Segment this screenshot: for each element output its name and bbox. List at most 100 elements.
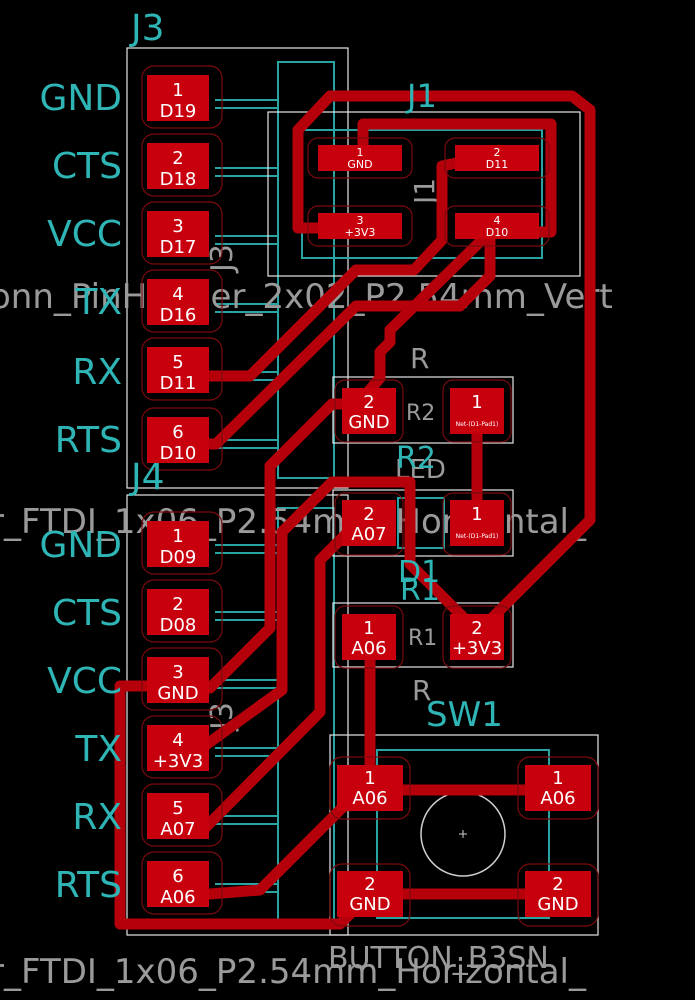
j4-pad-3[interactable]: 3 GND xyxy=(141,647,223,711)
j3-pin-label-2: CTS xyxy=(52,146,122,187)
r2-value-text: R xyxy=(410,342,429,375)
j1-pad-1-num: 1 xyxy=(357,146,364,159)
j3-pad-1-num: 1 xyxy=(172,80,183,101)
d1-pad-1-num: 1 xyxy=(471,504,482,525)
r1-pad-2-num: 2 xyxy=(471,618,482,639)
j3-pad-6-net: D10 xyxy=(160,443,197,464)
j1-pad-1[interactable]: 1 GND xyxy=(307,137,413,179)
j4-pin-label-2: CTS xyxy=(52,593,122,634)
d1-pad-2[interactable]: 2 A07 xyxy=(334,492,404,556)
j3-value-text: onn_PinHeader_2x02_P2.54mm_Vert xyxy=(0,277,613,317)
j4-pin-label-1: GND xyxy=(39,525,122,566)
sw1-pad-2b-net: GND xyxy=(537,894,578,915)
j4-pad-6[interactable]: 6 A06 xyxy=(141,851,223,915)
j4-pad-2[interactable]: 2 D08 xyxy=(141,579,223,643)
j4-pin-label-6: RTS xyxy=(55,865,122,906)
d1-ref: D1 xyxy=(398,555,440,590)
sw1-ref: SW1 xyxy=(426,695,503,735)
silkscreen-labels: J3 J4 J1 R2 D1 R1 SW1 GND CTS VCC TX RX … xyxy=(39,8,502,906)
d1-pad-1[interactable]: 1 Net-(D1-Pad1) xyxy=(442,492,512,556)
r1-pad-1[interactable]: 1 A06 xyxy=(334,605,404,669)
j4-ref: J4 xyxy=(129,457,165,498)
j3-pin-label-6: RTS xyxy=(55,420,122,461)
sw1-value-text: BUTTON_B3SN xyxy=(328,941,549,976)
trace-gnd xyxy=(179,118,557,694)
j3-pin-label-3: VCC xyxy=(47,214,122,255)
r2-pad-2-net: GND xyxy=(348,412,389,433)
r2-pad-1-num: 1 xyxy=(471,392,482,413)
j1-pad-2-net: D11 xyxy=(486,158,508,171)
j4-pad-1-net: D09 xyxy=(160,547,197,568)
j1-pad-4-net: D10 xyxy=(486,226,508,239)
j4-pin-label-4: TX xyxy=(74,729,122,770)
sw1-fab-body xyxy=(376,749,550,919)
j4-pad-3-num: 3 xyxy=(172,662,183,683)
j3-pin-label-4: TX xyxy=(74,282,122,323)
j1-pads: 1 GND 2 D11 3 +3V3 4 D10 xyxy=(307,137,550,247)
r1-ref: R1 xyxy=(400,573,440,608)
r2-pad-1-net: Net-(D1-Pad1) xyxy=(456,421,499,428)
bottom-value-text: r_FTDI_1x06_P2.54mm_Horizontal_ xyxy=(0,952,587,992)
j3-pin-label-5: RX xyxy=(72,352,122,393)
j4-pad-6-net: A06 xyxy=(160,887,195,908)
r1-ghost-ref: R1 xyxy=(408,626,437,651)
sw1-pad-2b-num: 2 xyxy=(552,874,563,895)
sw1-pads: 1 A06 1 A06 2 GND 2 GND xyxy=(329,756,599,927)
sw1-pad-1b[interactable]: 1 A06 xyxy=(517,756,599,820)
j3-pads: 1 D19 2 D18 3 D17 4 D16 5 D11 xyxy=(141,65,223,471)
j4-pad-5-num: 5 xyxy=(172,798,183,819)
j3-pad-4[interactable]: 4 D16 xyxy=(141,269,223,333)
j3-pad-1[interactable]: 1 D19 xyxy=(141,65,223,129)
d1-pad-2-net: A07 xyxy=(351,524,386,545)
sw1-pad-1a-net: A06 xyxy=(352,788,387,809)
j3-pad-2[interactable]: 2 D18 xyxy=(141,133,223,197)
d1-pad-2-num: 2 xyxy=(363,504,374,525)
sw1-pad-1b-num: 1 xyxy=(552,768,563,789)
sw1-pad-1a[interactable]: 1 A06 xyxy=(329,756,411,820)
j3-pad-2-num: 2 xyxy=(172,148,183,169)
j1-pad-3-num: 3 xyxy=(357,214,364,227)
r2-pad-1[interactable]: 1 Net-(D1-Pad1) xyxy=(442,379,512,443)
j3-pad-5-net: D11 xyxy=(160,373,197,394)
j4-pad-1-num: 1 xyxy=(172,526,183,547)
d1-pad-1-net: Net-(D1-Pad1) xyxy=(456,533,499,540)
j1-pad-2[interactable]: 2 D11 xyxy=(444,137,550,179)
r1-pads: 1 A06 2 +3V3 xyxy=(334,605,512,669)
j3-pad-1-net: D19 xyxy=(160,101,197,122)
j4-pad-4[interactable]: 4 +3V3 xyxy=(141,715,223,779)
j3-pad-6[interactable]: 6 D10 xyxy=(141,407,223,471)
j4-pads: 1 D09 2 D08 3 GND 4 +3V3 5 A07 xyxy=(141,511,223,915)
r1-pad-1-num: 1 xyxy=(363,618,374,639)
r1-pad-2[interactable]: 2 +3V3 xyxy=(442,605,512,669)
sw1-pad-2b[interactable]: 2 GND xyxy=(517,863,599,927)
r2-ghost-ref: R2 xyxy=(406,401,435,426)
j3-ref: J3 xyxy=(129,8,165,49)
r2-pad-2[interactable]: 2 GND xyxy=(334,379,404,443)
trace-3v3 xyxy=(179,90,596,766)
j1-pad-4[interactable]: 4 D10 xyxy=(444,205,550,247)
trace-d11 xyxy=(179,150,496,382)
sw1-pad-2a-num: 2 xyxy=(364,874,375,895)
r1-value-text: R xyxy=(412,674,431,707)
d1-fab-body xyxy=(397,497,445,549)
j3-pad-3-num: 3 xyxy=(172,216,183,237)
j4-pad-5[interactable]: 5 A07 xyxy=(141,783,223,847)
d1-pads: 2 A07 1 Net-(D1-Pad1) xyxy=(334,492,512,556)
j4-pin-label-3: VCC xyxy=(47,661,122,702)
j3-pad-5-num: 5 xyxy=(172,352,183,373)
j4-pad-1[interactable]: 1 D09 xyxy=(141,511,223,575)
sw1-pad-2a[interactable]: 2 GND xyxy=(329,863,411,927)
j3-pin-label-1: GND xyxy=(39,78,122,119)
j4-pin-label-5: RX xyxy=(72,797,122,838)
j3-pad-5[interactable]: 5 D11 xyxy=(141,337,223,401)
j1-pad-2-num: 2 xyxy=(494,146,501,159)
j3-pad-6-num: 6 xyxy=(172,422,183,443)
j1-pad-3[interactable]: 3 +3V3 xyxy=(307,205,413,247)
j3-pad-3-net: D17 xyxy=(160,237,197,258)
sw1-courtyard xyxy=(329,734,599,936)
j3-pad-3[interactable]: 3 D17 xyxy=(141,201,223,265)
j4-pad-2-num: 2 xyxy=(172,594,183,615)
r1-pad-1-net: A06 xyxy=(351,638,386,659)
j4-courtyard xyxy=(126,494,349,936)
